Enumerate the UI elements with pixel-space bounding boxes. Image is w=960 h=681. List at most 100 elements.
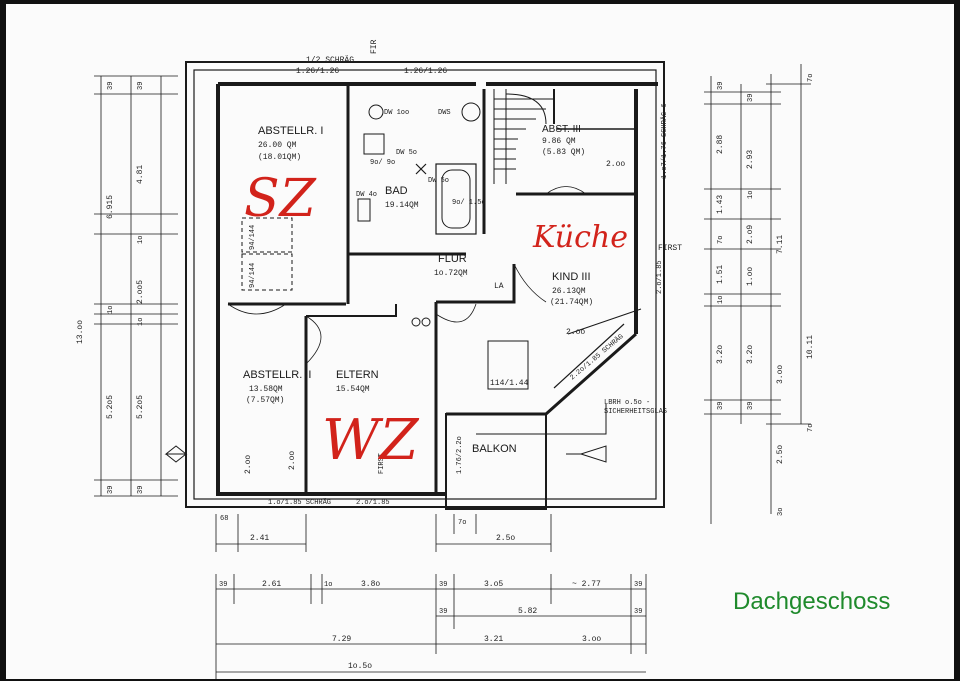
dim-left-b3: 2.oo5 (136, 280, 145, 304)
dim-bottom-r1-h: 39 (634, 581, 642, 589)
outer-boundary (185, 61, 665, 508)
dim-left-b4: 1o (107, 306, 115, 314)
dim-bottom-70: 7o (458, 519, 466, 527)
note-schraeg: 1/2 SCHRÄG (306, 56, 354, 65)
room-flur-area: 1o.72QM (434, 269, 468, 278)
label-bottom-schraeg-r: 2.o/1.85 (356, 499, 390, 507)
label-dim-200-b: 2.oo (566, 328, 585, 337)
floor-plan-drawing: 1/2 SCHRÄG FIR 1.26/1.26 1.26/1.26 ABSTE… (76, 39, 815, 679)
room-bad-area: 19.14QM (385, 201, 419, 210)
room-abst3-area: 9.86 QM (542, 137, 576, 146)
label-sicherheitsglas: SICHERHEITSGLAS (604, 408, 667, 416)
dim-bottom-r3-a: 7.29 (332, 635, 351, 644)
dim-left-total: 13.oo (76, 320, 85, 344)
dim-right-d5: 1.43 (716, 195, 725, 214)
dim-bottom-r2-a: 39 (439, 608, 447, 616)
dim-right-d2: 2.88 (716, 135, 725, 154)
label-lbrh: LBRH o.5o - (604, 399, 650, 407)
room-kind3-sub: (21.74QM) (550, 298, 593, 307)
label-window-v2: 94/144 (249, 263, 257, 288)
dim-right-d17: 39 (747, 402, 755, 410)
room-abstell1-sub: (18.01QM) (258, 153, 301, 162)
dim-left-b5: 1o (137, 318, 145, 326)
dim-bottom-r1-f: 3.o5 (484, 580, 503, 589)
dim-right-d14: 3.oo (776, 365, 785, 384)
label-schraeg-diag: 2.2o/1.85 SCHRÄG (568, 332, 625, 382)
room-balkon-name: BALKON (472, 443, 517, 455)
dim-bottom-r4: 1o.5o (348, 662, 372, 671)
note-fir: FIR (370, 39, 379, 54)
label-dw40: DW 4o (356, 191, 377, 199)
dim-left-b2: 1o (137, 236, 145, 244)
dim-left-c1: 39 (107, 486, 115, 494)
dim-bottom-68: 68 (220, 515, 228, 523)
floor-caption: Dachgeschoss (733, 588, 891, 615)
dim-bottom-r3-b: 3.21 (484, 635, 503, 644)
room-kind3-name: KIND III (552, 271, 591, 283)
dim-right-d15: 10.11 (806, 335, 815, 359)
label-dim-200-a: 2.oo (606, 160, 625, 169)
room-abstell2-area: 13.58QM (249, 385, 283, 394)
dim-bottom-r1-b: 2.61 (262, 580, 281, 589)
note-dim-left: 1.26/1.26 (296, 67, 339, 76)
label-dw50: DW 5o (396, 149, 417, 157)
dim-bottom-r1-c: 1o (324, 581, 332, 589)
dim-left-b1: 4.81 (136, 165, 145, 184)
label-la: LA (494, 282, 504, 291)
room-eltern-name: ELTERN (336, 369, 379, 381)
dim-bottom-r3-c: 3.oo (582, 635, 601, 644)
room-kind3-area: 26.13QM (552, 287, 586, 296)
label-dim-200-c: 2.oo (288, 451, 297, 470)
label-first-2: FIRST (378, 453, 386, 474)
label-dw-right: DW 5o (428, 177, 449, 185)
annotation-wz: WZ (322, 408, 420, 473)
label-window-2: 9o/ 1.5o (452, 199, 486, 207)
label-dim-200-d: 2.oo (244, 455, 253, 474)
dim-right-d8: 1.51 (716, 265, 725, 284)
dim-left-c2: 39 (137, 486, 145, 494)
dim-right-d7: 7o (717, 236, 725, 244)
dim-left-lower: 5.2o5 (106, 395, 115, 419)
dim-right-d6: 2.o9 (746, 225, 755, 244)
room-bad-name: BAD (385, 185, 408, 197)
dim-right-d1: 39 (717, 82, 725, 90)
dim-bottom-r2-c: 39 (634, 608, 642, 616)
label-window-v1: 94/144 (249, 225, 257, 250)
dim-right-d13: 3.2o (746, 345, 755, 364)
annotation-sz: SZ (244, 169, 317, 229)
floor-plan-sheet: 1/2 SCHRÄG FIR 1.26/1.26 1.26/1.26 ABSTE… (6, 4, 954, 679)
dim-right-d22: 39 (747, 94, 755, 102)
dim-right-d20: 7o (807, 74, 815, 82)
dim-right-d10: 1o (717, 296, 725, 304)
dim-left-lower2: 5.2o5 (136, 395, 145, 419)
dim-right-d21: 7o (807, 424, 815, 432)
dim-right-d19: 3o (777, 508, 785, 516)
dim-bottom-r1-a: 39 (219, 581, 227, 589)
label-balkon-dim: 1.76/2.2o (456, 436, 464, 474)
label-window-sq: 114/1.44 (490, 379, 529, 388)
label-side-right-b: 2.o/1.85 (656, 260, 664, 294)
dim-right-d3: 2.93 (746, 150, 755, 169)
dim-right-d16: 39 (717, 402, 725, 410)
dim-right-d18: 2.5o (776, 445, 785, 464)
dim-bottom-r1-d: 3.8o (361, 580, 380, 589)
label-window-1: 9o/ 9o (370, 159, 395, 167)
dim-bottom-r1-e: 39 (439, 581, 447, 589)
room-abstell2-sub: (7.57QM) (246, 396, 284, 405)
room-eltern-area: 15.54QM (336, 385, 370, 394)
label-bottom-schraeg-l: 1.o/1.85 SCHRÄG (268, 498, 331, 507)
dim-right-d9: 1.oo (746, 267, 755, 286)
room-abst3-name: ABST. III (542, 124, 581, 135)
note-dim-right: 1.26/1.26 (404, 67, 447, 76)
label-dws: DWS (438, 109, 451, 117)
dim-right-d12: 3.2o (716, 345, 725, 364)
dim-bottom-r2-b: 5.82 (518, 607, 537, 616)
room-abst3-sub: (5.83 QM) (542, 148, 585, 157)
dim-left-a2: 39 (137, 82, 145, 90)
dim-bottom-250: 2.5o (496, 534, 515, 543)
dim-bottom-r1-g: ~ 2.77 (572, 580, 601, 589)
dim-right-d11: 7.11 (776, 235, 785, 254)
room-abstell1-area: 26.00 QM (258, 141, 297, 150)
label-first: FIRST (658, 244, 682, 253)
annotation-kueche: Küche (532, 220, 628, 255)
